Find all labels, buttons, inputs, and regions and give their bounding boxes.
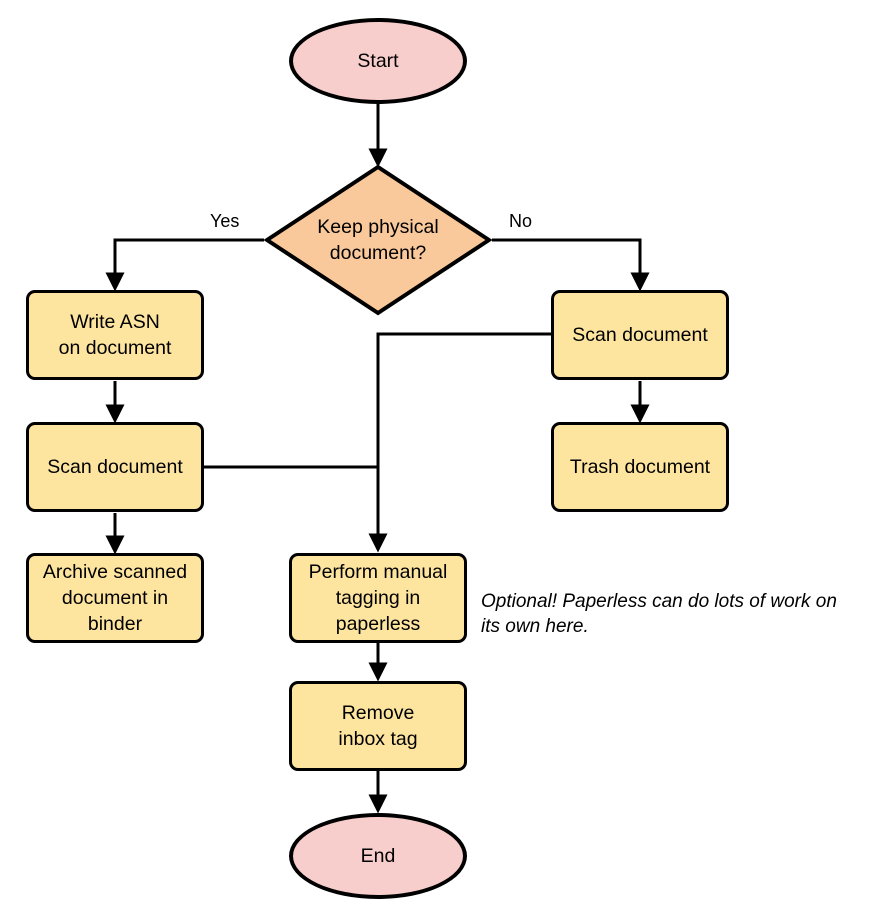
edge-decision-no-to-scan-right [492,238,650,292]
node-decision-keep-physical-document[interactable]: Keep physical document? [263,164,493,316]
node-end-label: End [360,845,396,867]
node-decision-label-line2: document? [329,242,427,264]
edge-label-no: No [509,211,533,231]
node-write-asn-label-line2: on document [58,337,172,359]
annotation-optional-note: Optional! Paperless can do lots of work … [481,589,881,639]
annotation-optional-note-line2: its own here. [481,616,589,637]
node-start[interactable]: Start [289,18,467,104]
node-write-asn-label-line1: Write ASN [70,311,160,333]
node-archive-label-line2: document in [61,587,169,609]
edge-decision-yes-to-write-asn [105,238,264,292]
node-decision-label-line1: Keep physical [317,216,439,238]
edge-label-yes: Yes [210,211,240,231]
node-start-label: Start [357,50,399,72]
node-end[interactable]: End [289,813,467,899]
node-manual-tagging-label-line3: paperless [335,613,421,635]
node-scan-document-left-label: Scan document [47,456,183,478]
node-scan-document-right[interactable]: Scan document [551,290,729,380]
node-remove-inbox-tag[interactable]: Remove inbox tag [289,681,467,771]
node-manual-tagging-label-line1: Perform manual [308,561,448,583]
node-write-asn-on-document[interactable]: Write ASN on document [26,290,204,380]
node-archive-label-line3: binder [87,613,143,635]
node-scan-document-left[interactable]: Scan document [26,422,204,512]
node-trash-document-label: Trash document [569,456,711,478]
node-archive-label-line1: Archive scanned [42,561,188,583]
node-scan-document-right-label: Scan document [572,324,708,346]
annotation-optional-note-line1: Optional! Paperless can do lots of work … [481,591,837,612]
node-remove-inbox-label-line1: Remove [341,702,415,724]
node-perform-manual-tagging-in-paperless[interactable]: Perform manual tagging in paperless [289,553,467,643]
node-decision-label: Keep physical document? [264,164,492,316]
node-trash-document[interactable]: Trash document [551,422,729,512]
decision-diamond-shape [263,164,493,316]
node-archive-scanned-document-in-binder[interactable]: Archive scanned document in binder [26,553,204,643]
edge-scan-right-to-manual-tagging [368,332,552,553]
node-manual-tagging-label-line2: tagging in [335,587,421,609]
node-remove-inbox-label-line2: inbox tag [338,728,418,750]
